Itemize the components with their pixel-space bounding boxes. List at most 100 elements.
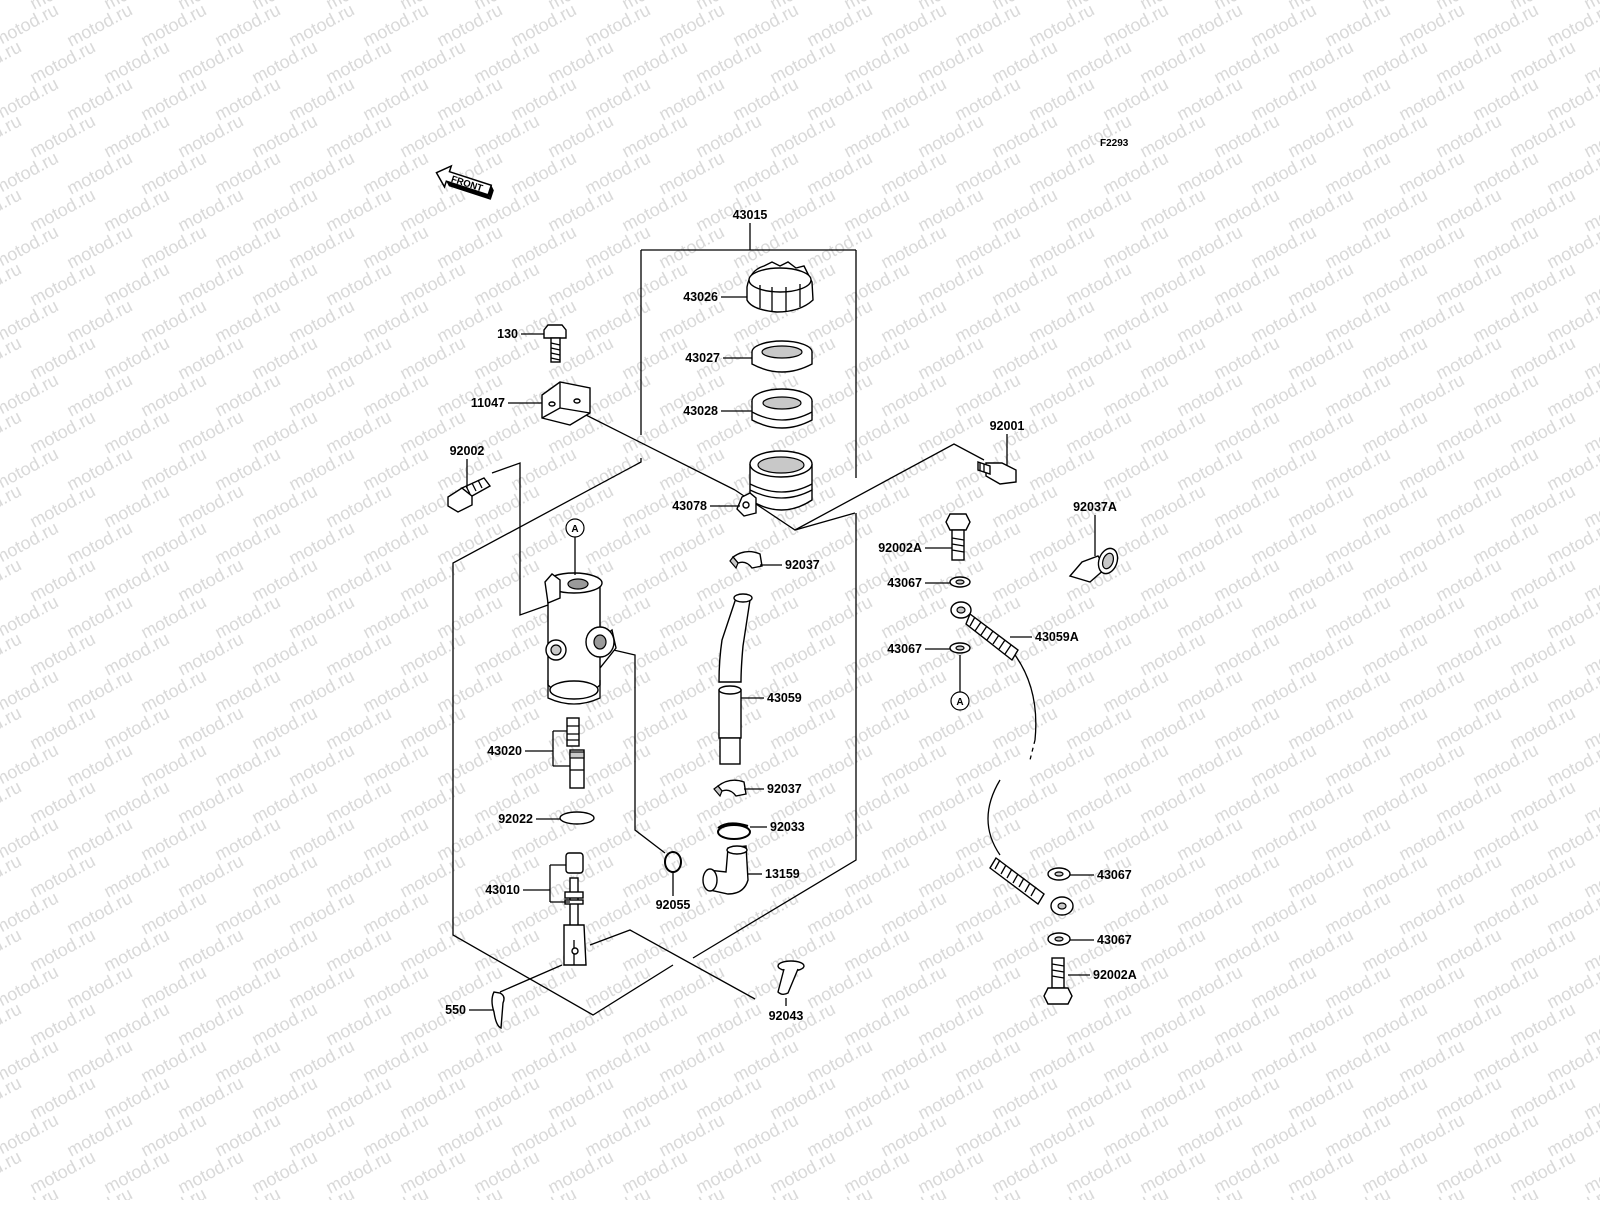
- circlip-92022[interactable]: [559, 811, 595, 825]
- clamp-92037-top[interactable]: [729, 550, 763, 570]
- watermark-text: motod.ru: [692, 999, 764, 1050]
- watermark-text: motod.ru: [1469, 370, 1541, 421]
- watermark-text: motod.ru: [1506, 999, 1578, 1050]
- watermark-text: motod.ru: [137, 814, 209, 865]
- watermark-text: motod.ru: [396, 1147, 468, 1198]
- watermark-text: motod.ru: [1321, 740, 1393, 791]
- callout-43059A: 43059A: [1035, 630, 1079, 644]
- watermark-text: motod.ru: [100, 703, 172, 754]
- watermark-text: motod.ru: [1358, 407, 1430, 458]
- watermark-text: motod.ru: [322, 703, 394, 754]
- watermark-text: motod.ru: [581, 370, 653, 421]
- leader-lines: [452, 223, 985, 1016]
- watermark-text: motod.ru: [248, 407, 320, 458]
- watermark-text: motod.ru: [1210, 555, 1282, 606]
- watermark-text: motod.ru: [359, 1184, 431, 1200]
- washer-43067-c[interactable]: [1047, 867, 1071, 881]
- watermark-text: motod.ru: [63, 592, 135, 643]
- watermark-text: motod.ru: [914, 777, 986, 828]
- watermark-text: motod.ru: [359, 1036, 431, 1087]
- watermark-text: motod.ru: [766, 111, 838, 162]
- watermark-text: motod.ru: [1247, 814, 1319, 865]
- washer-43067-d[interactable]: [1047, 932, 1071, 946]
- bolt-130[interactable]: [543, 324, 567, 363]
- watermark-text: motod.ru: [1395, 74, 1467, 125]
- watermark-text: motod.ru: [1173, 1036, 1245, 1087]
- watermark-text: motod.ru: [285, 296, 357, 347]
- brake-hose-43059A[interactable]: [950, 601, 1074, 916]
- watermark-text: motod.ru: [951, 888, 1023, 939]
- watermark-text: motod.ru: [1062, 333, 1134, 384]
- watermark-text: motod.ru: [63, 444, 135, 495]
- watermark-text: motod.ru: [285, 148, 357, 199]
- clip-92033[interactable]: [717, 822, 751, 840]
- watermark-text: motod.ru: [1321, 1036, 1393, 1087]
- watermark-text: motod.ru: [100, 1147, 172, 1198]
- watermark-text: motod.ru: [1062, 777, 1134, 828]
- callout-92037-bottom: 92037: [767, 782, 802, 796]
- bolt-92001[interactable]: [977, 461, 1017, 485]
- watermark-text: motod.ru: [1099, 444, 1171, 495]
- watermark-text: motod.ru: [1173, 444, 1245, 495]
- watermark-text: motod.ru: [803, 296, 875, 347]
- reservoir-cap-43026[interactable]: [746, 261, 814, 313]
- watermark-text: motod.ru: [581, 888, 653, 939]
- watermark-text: motod.ru: [914, 1147, 986, 1198]
- watermark-text: motod.ru: [1136, 555, 1208, 606]
- watermark-text: motod.ru: [137, 0, 209, 51]
- watermark-text: motod.ru: [1136, 703, 1208, 754]
- watermark-text: motod.ru: [877, 296, 949, 347]
- pin-92043[interactable]: [777, 960, 805, 995]
- watermark-text: motod.ru: [26, 1147, 98, 1198]
- watermark-text: motod.ru: [359, 740, 431, 791]
- piston-43020[interactable]: [566, 717, 585, 789]
- reservoir-43078[interactable]: [736, 450, 813, 517]
- watermark-text: motod.ru: [174, 555, 246, 606]
- diaphragm-plate-43027[interactable]: [751, 340, 813, 373]
- elbow-fitting-13159[interactable]: [702, 845, 749, 895]
- clamp-92037-bottom[interactable]: [713, 779, 747, 798]
- watermark-text: motod.ru: [322, 1147, 394, 1198]
- watermark-text: motod.ru: [1321, 1110, 1393, 1161]
- watermark-text: motod.ru: [322, 333, 394, 384]
- watermark-text: motod.ru: [1136, 1147, 1208, 1198]
- washer-43067-b[interactable]: [949, 642, 971, 654]
- watermark-text: motod.ru: [1136, 407, 1208, 458]
- watermark-text: motod.ru: [1358, 555, 1430, 606]
- banjo-bolt-92002A-top[interactable]: [945, 513, 971, 561]
- watermark-text: motod.ru: [26, 777, 98, 828]
- watermark-text: motod.ru: [0, 0, 25, 14]
- watermark-text: motod.ru: [1173, 888, 1245, 939]
- watermark-text: motod.ru: [655, 148, 727, 199]
- watermark-text: motod.ru: [803, 1036, 875, 1087]
- watermark-text: motod.ru: [1247, 296, 1319, 347]
- hose-43059[interactable]: [718, 593, 753, 765]
- push-rod-43010[interactable]: [563, 852, 587, 966]
- watermark-text: motod.ru: [1469, 444, 1541, 495]
- watermark-text: motod.ru: [655, 0, 727, 51]
- watermark-text: motod.ru: [1284, 185, 1356, 236]
- watermark-text: motod.ru: [1136, 629, 1208, 680]
- cover-92037A[interactable]: [1068, 546, 1121, 583]
- washer-43067-a[interactable]: [949, 576, 971, 588]
- watermark-text: motod.ru: [1358, 37, 1430, 88]
- watermark-text: motod.ru: [1210, 925, 1282, 976]
- watermark-text: motod.ru: [1395, 592, 1467, 643]
- master-cylinder[interactable]: [544, 572, 617, 705]
- callout-43078: 43078: [672, 499, 707, 513]
- watermark-text: motod.ru: [1099, 148, 1171, 199]
- watermark-text: motod.ru: [100, 1073, 172, 1124]
- bolt-92002[interactable]: [447, 477, 492, 513]
- diaphragm-43028[interactable]: [751, 388, 813, 429]
- watermark-text: motod.ru: [803, 666, 875, 717]
- watermark-text: motod.ru: [1358, 999, 1430, 1050]
- callout-92037A: 92037A: [1073, 500, 1117, 514]
- banjo-bolt-92002A-bottom[interactable]: [1043, 957, 1073, 1005]
- watermark-text: motod.ru: [581, 518, 653, 569]
- watermark-text: motod.ru: [988, 111, 1060, 162]
- watermark-text: motod.ru: [1136, 851, 1208, 902]
- watermark-text: motod.ru: [433, 74, 505, 125]
- bracket-11047[interactable]: [541, 381, 591, 426]
- cotter-pin-550[interactable]: [491, 991, 505, 1030]
- watermark-text: motod.ru: [63, 1184, 135, 1200]
